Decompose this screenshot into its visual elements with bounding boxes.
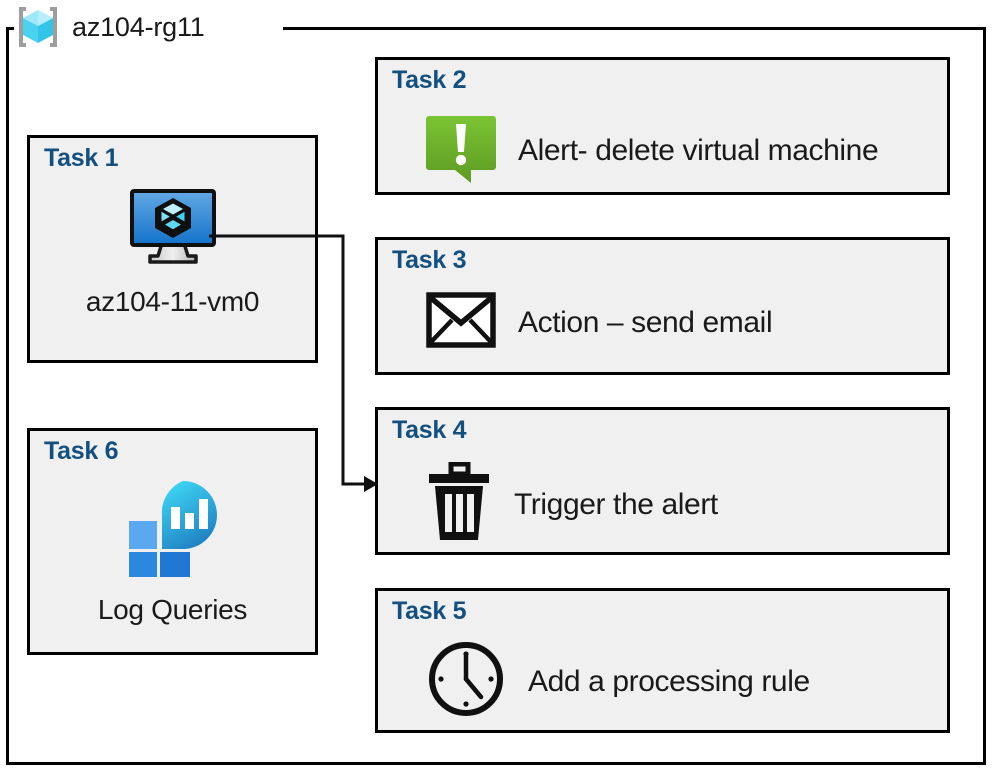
task-box-task4[interactable]: Task 4 Trigger the alert bbox=[375, 407, 950, 555]
task5-content: Add a processing rule bbox=[426, 639, 810, 724]
task-box-task6[interactable]: Task 6 Log Queries bbox=[27, 428, 318, 655]
clock-icon bbox=[426, 639, 506, 724]
task3-content: Action – send email bbox=[426, 292, 773, 353]
task-title: Task 3 bbox=[392, 246, 467, 274]
task4-label: Trigger the alert bbox=[514, 487, 718, 521]
task5-label: Add a processing rule bbox=[528, 664, 810, 698]
resource-group-name: az104-rg11 bbox=[72, 11, 205, 42]
task-title: Task 4 bbox=[392, 416, 467, 444]
azure-resource-group-icon bbox=[14, 4, 62, 50]
task-title: Task 1 bbox=[44, 144, 119, 172]
resource-group-frame-top-right bbox=[283, 27, 986, 30]
task-title: Task 6 bbox=[44, 437, 119, 465]
task3-label: Action – send email bbox=[518, 305, 773, 339]
task-box-task5[interactable]: Task 5 Add a processing rule bbox=[375, 588, 950, 733]
resource-group-frame bbox=[6, 27, 986, 765]
task-box-task2[interactable]: Task 2 Alert- delete virtual machine bbox=[375, 57, 950, 195]
task4-content: Trigger the alert bbox=[426, 461, 718, 547]
task2-label: Alert- delete virtual machine bbox=[518, 133, 879, 167]
task2-content: Alert- delete virtual machine bbox=[426, 112, 879, 189]
log-analytics-icon bbox=[30, 477, 315, 577]
task-box-task3[interactable]: Task 3 Action – send email bbox=[375, 237, 950, 375]
trash-can-icon bbox=[426, 461, 492, 547]
task-box-task1[interactable]: Task 1 bbox=[27, 135, 318, 363]
task-title: Task 2 bbox=[392, 66, 467, 94]
task6-caption: Log Queries bbox=[97, 594, 248, 625]
task1-caption: az104-11-vm0 bbox=[85, 286, 260, 317]
resource-group-frame-top-left bbox=[6, 27, 18, 30]
virtual-machine-icon bbox=[30, 186, 315, 266]
alert-callout-icon bbox=[426, 112, 496, 189]
task-title: Task 5 bbox=[392, 597, 467, 625]
envelope-icon bbox=[426, 292, 496, 353]
resource-group-header: az104-rg11 bbox=[14, 2, 213, 52]
